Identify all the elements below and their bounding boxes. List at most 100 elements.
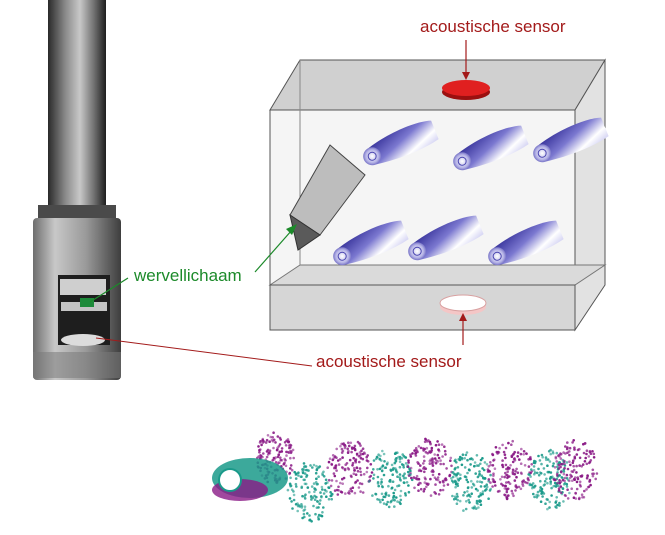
wake-particle	[433, 457, 437, 460]
wake-particle	[436, 440, 439, 443]
wake-particle	[415, 449, 419, 452]
wake-particle	[450, 477, 453, 480]
wake-particle	[279, 438, 283, 441]
wake-particle	[591, 468, 595, 472]
wake-particle	[297, 474, 300, 477]
wake-particle	[459, 477, 462, 480]
wake-particle	[563, 476, 567, 480]
wake-particle	[427, 439, 430, 442]
wake-particle	[369, 463, 373, 466]
wake-particle	[437, 472, 441, 476]
wake-particle	[302, 462, 306, 465]
wake-particle	[339, 444, 342, 448]
wake-particle	[512, 494, 515, 498]
wake-particle	[587, 455, 591, 458]
wake-particle	[527, 465, 531, 468]
wake-particle	[372, 477, 375, 480]
wake-particle	[456, 495, 459, 498]
wake-particle	[543, 473, 546, 476]
wake-particle	[555, 506, 558, 510]
wake-particle	[530, 468, 533, 471]
wake-particle	[392, 466, 395, 470]
wake-particle	[272, 431, 275, 435]
wake-particle	[384, 492, 388, 496]
wake-particle	[407, 461, 410, 464]
bottom-sensor-label: acoustische sensor	[316, 352, 462, 371]
wake-particle	[415, 474, 419, 478]
meter-bluff-marker	[80, 298, 94, 307]
wake-particle	[531, 482, 535, 485]
wake-particle	[545, 477, 548, 481]
wake-particle	[330, 497, 334, 501]
wake-particle	[289, 446, 292, 449]
wake-particle	[433, 476, 437, 480]
wake-particle	[383, 460, 386, 463]
wake-particle	[313, 498, 317, 502]
wake-particle	[368, 480, 371, 483]
wake-particle	[535, 496, 539, 499]
wake-particle	[289, 464, 293, 467]
wake-particle	[541, 455, 544, 459]
wake-particle	[351, 461, 355, 465]
wake-particle	[288, 482, 292, 486]
wake-particle	[467, 468, 471, 472]
wake-particle	[313, 490, 316, 494]
wake-particle	[481, 467, 484, 470]
wake-particle	[419, 464, 422, 467]
wake-particle	[407, 484, 410, 487]
wake-particle	[461, 453, 465, 457]
wake-particle	[325, 490, 328, 493]
wake-particle	[549, 448, 552, 452]
wake-particle	[346, 466, 350, 470]
wake-particle	[591, 474, 595, 478]
wake-particle	[331, 458, 335, 462]
wake-particle	[549, 481, 552, 484]
wake-particle	[587, 485, 591, 489]
wake-particle	[518, 458, 521, 461]
wake-particle	[466, 480, 470, 484]
wake-particle	[551, 450, 555, 453]
wake-particle	[464, 475, 468, 479]
wake-particle	[436, 476, 440, 479]
wake-particle	[445, 467, 448, 470]
wake-particle	[561, 487, 565, 491]
wake-particle	[316, 500, 320, 503]
wake-particle	[366, 454, 370, 457]
wake-particle	[365, 470, 369, 474]
wake-particle	[308, 514, 311, 517]
wake-particle	[573, 477, 576, 481]
wake-particle	[478, 480, 482, 484]
wake-particle	[489, 481, 492, 484]
wake-particle	[535, 471, 539, 475]
wake-particle	[419, 469, 423, 473]
wake-particle	[357, 454, 361, 458]
wake-particle	[481, 492, 484, 496]
wake-particle	[403, 472, 406, 476]
bottom-sensor-arrowhead	[459, 313, 467, 321]
wake-particle	[546, 464, 549, 468]
wake-particle	[303, 508, 307, 511]
wake-particle	[491, 485, 494, 488]
wake-particle	[578, 480, 582, 484]
wake-particle	[341, 482, 345, 486]
wake-particle	[503, 493, 506, 497]
wake-particle	[413, 449, 416, 452]
wake-particle	[589, 483, 592, 487]
wake-particle	[353, 491, 357, 495]
vortex-tube-body	[368, 120, 439, 165]
wake-particle	[419, 446, 423, 450]
leader-lines	[89, 40, 470, 367]
wake-particle	[417, 445, 421, 448]
wake-particle	[582, 451, 586, 455]
wake-particle	[286, 438, 290, 441]
wake-particle	[407, 459, 410, 462]
wake-particle	[399, 489, 403, 493]
wake-particle	[261, 439, 265, 443]
wake-particle	[516, 451, 520, 454]
wake-particle	[318, 465, 322, 468]
wake-particle	[317, 515, 320, 519]
wake-particle	[468, 501, 471, 504]
wake-particle	[436, 453, 440, 457]
wake-particle	[381, 485, 384, 489]
wake-particle	[428, 459, 432, 463]
